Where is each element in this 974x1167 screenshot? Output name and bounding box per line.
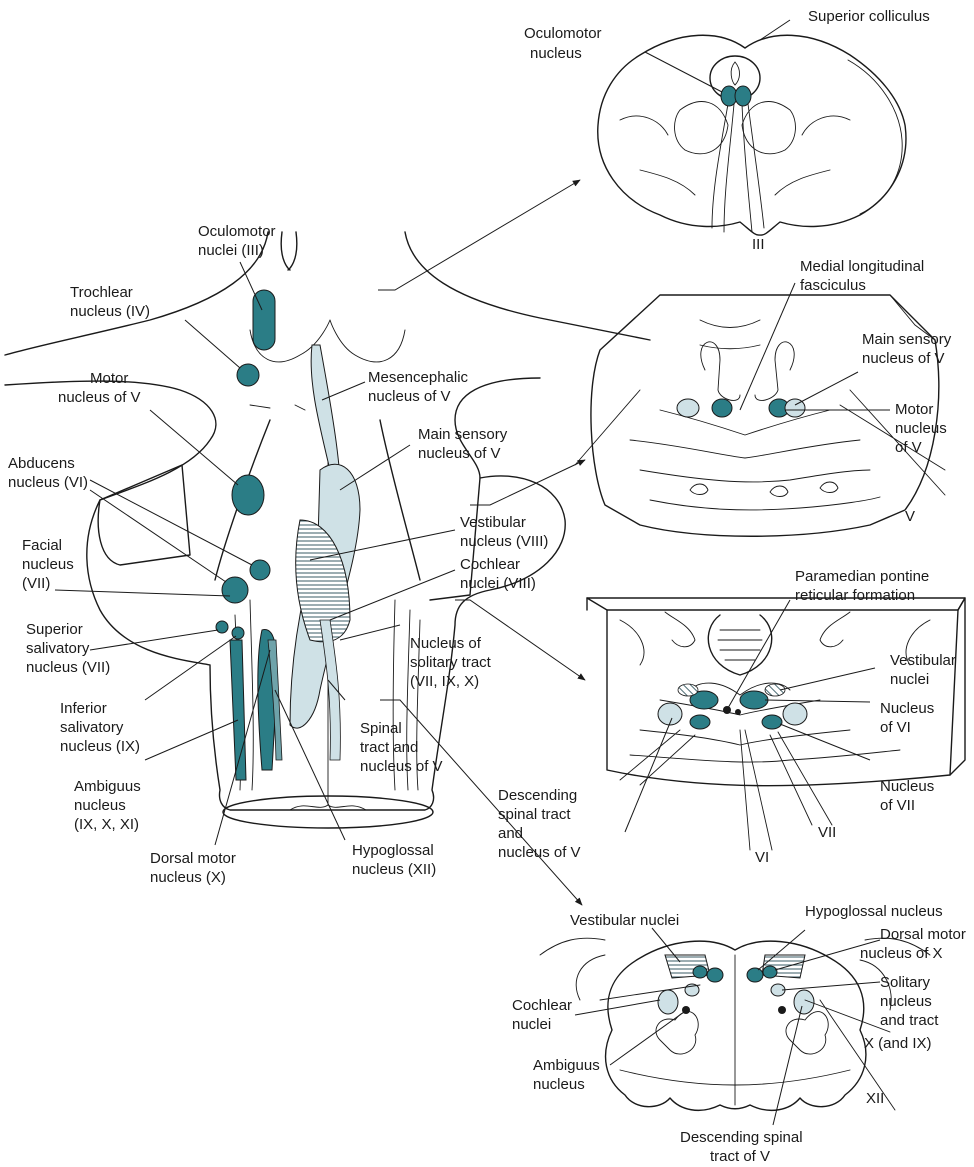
cerebellar-peduncle-left: [98, 465, 190, 565]
arrow-to-midbrain: [378, 180, 580, 290]
label-nerve-vi: VI: [755, 849, 769, 866]
facial-nucleus-shape: [222, 577, 248, 603]
substantia-nigra: [620, 116, 850, 195]
fourth-ventricle-roof: [708, 615, 771, 675]
leader-cochlear-medulla: [575, 1000, 660, 1015]
label-nerve-iii: III: [752, 236, 765, 253]
solitary-nucleus-shape: [320, 620, 340, 760]
label-nerve-v: V: [905, 508, 915, 525]
leader-vestibular-nuclei: [780, 668, 875, 690]
leader-main-sensory: [795, 372, 858, 405]
label-mlf: Medial longitudinalfasciculus: [800, 258, 924, 294]
cerebral-aqueduct: [731, 62, 739, 85]
trochlear-exit: [250, 405, 305, 410]
superior-salivatory-shape: [216, 621, 228, 633]
label-ambiguus: Ambiguusnucleus(IX, X, XI): [74, 778, 141, 833]
vestibular-left: [678, 684, 698, 696]
spinal-gray-matter: [290, 805, 366, 810]
motor-nucleus-v-shape: [232, 475, 264, 515]
pontine-fibers-3: [650, 497, 880, 510]
pontine-fibers-2: [640, 470, 870, 482]
spinal-v-medulla-left: [658, 990, 678, 1014]
pontine-nuclei-islands: [690, 482, 838, 497]
spinal-v-right: [783, 703, 807, 725]
label-vestibular-nuclei-medulla: Vestibular nuclei: [570, 912, 679, 929]
oculomotor-fibers: [712, 104, 764, 232]
label-nerve-xii: XII: [866, 1090, 884, 1107]
hypoglossal-left: [707, 968, 723, 982]
dorsal-motor-left: [693, 966, 707, 978]
label-dorsal-motor-medulla: Dorsal motornucleus of X: [860, 926, 966, 962]
oculomotor-nuclei-shape: [253, 290, 275, 350]
label-hypoglossal-nucleus-medulla: Hypoglossal nucleus: [805, 903, 943, 920]
pontine-fibers-1: [630, 440, 860, 458]
label-nerve-vii: VII: [818, 824, 836, 841]
red-nuclei: [675, 102, 796, 154]
vermis-lines: [718, 630, 762, 660]
ambiguus-nucleus-shape: [230, 640, 246, 780]
leader-superior-colliculus: [760, 20, 790, 40]
leader-solitary-medulla: [782, 982, 880, 990]
arrow-to-upper-pons: [470, 460, 585, 505]
motor-v-left: [712, 399, 732, 417]
oculomotor-nucleus-right: [735, 86, 751, 106]
abducens-nucleus-shape: [250, 560, 270, 580]
dorsal-motor-right: [763, 966, 777, 978]
cerebellar-folia: [665, 612, 850, 647]
block-front-face: [607, 610, 958, 786]
hypoglossal-right: [747, 968, 763, 982]
nucleus-vi-right: [740, 691, 768, 709]
main-sensory-v-left: [677, 399, 699, 417]
leader-ambiguus-medulla: [610, 1012, 684, 1065]
ambiguus-right: [778, 1006, 786, 1014]
leader-mlf: [740, 283, 795, 410]
label-inferior-salivatory: Inferiorsalivatorynucleus (IX): [60, 700, 140, 755]
pprf-dots-right: [735, 709, 741, 715]
nucleus-vii-left: [690, 715, 710, 729]
trigeminal-root-fibers: [575, 390, 945, 495]
midbrain-rim: [848, 60, 902, 214]
label-superior-colliculus: Superior colliculus: [808, 8, 930, 25]
label-pprf: Paramedian pontinereticular formation: [795, 568, 929, 604]
medulla-section: Vestibular nuclei Hypoglossal nucleus Do…: [512, 903, 966, 1165]
pineal-outline: [281, 232, 297, 270]
label-nerve-x: X (and IX): [864, 1035, 932, 1052]
nucleus-vii-right: [762, 715, 782, 729]
medulla-nerve-roots: [600, 985, 895, 1110]
pons-tegmentum-lines: [700, 320, 760, 349]
nerve-fibers-vi-vii: [620, 730, 832, 850]
pprf-dots-left: [723, 706, 731, 714]
trochlear-nucleus-shape: [237, 364, 259, 386]
leader-nucleus-vii: [780, 724, 870, 760]
inferior-olives: [656, 1012, 828, 1054]
